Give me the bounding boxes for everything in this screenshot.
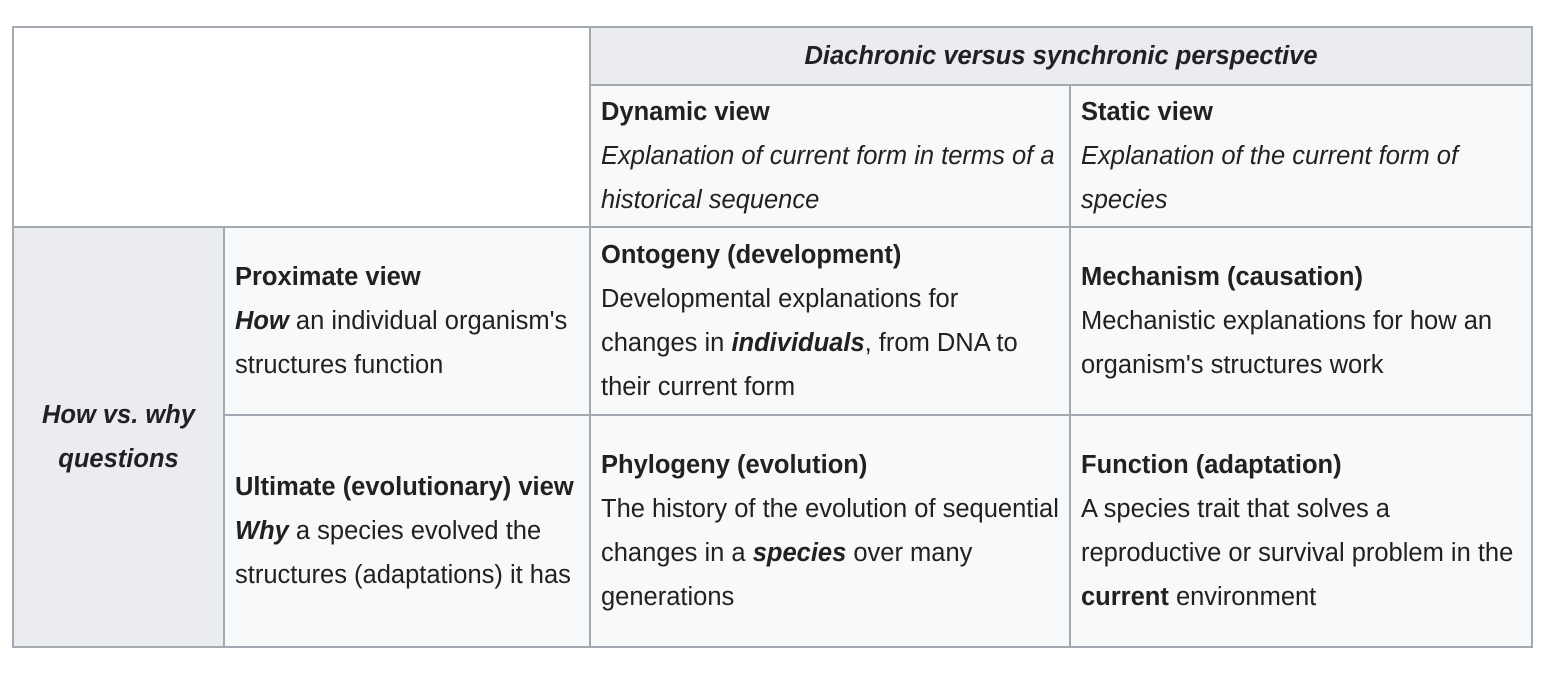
ontogeny-desc: Developmental explanations for changes i… (601, 277, 1059, 409)
ultimate-view-desc: Why a species evolved the structures (ad… (235, 509, 579, 597)
row-header-proximate: Proximate view How an individual organis… (223, 226, 591, 416)
proximate-desc-rest: an individual organism's structures func… (235, 307, 568, 379)
ontogeny-desc-pre: Developmental explanations for changes i… (601, 285, 959, 357)
col-header-static: Static view Explanation of the current f… (1069, 84, 1533, 228)
ontogeny-emphasis: individuals (731, 329, 865, 357)
ontogeny-desc-post: , from DNA to their current form (601, 329, 1018, 401)
proximate-emphasis: How (235, 307, 289, 335)
row-group-how-why: How vs. why questions (12, 226, 225, 648)
proximate-view-title: Proximate view (235, 263, 421, 291)
mechanism-title: Mechanism (causation) (1081, 263, 1363, 291)
function-desc: A species trait that solves a reproducti… (1081, 487, 1521, 619)
ultimate-desc-rest: a species evolved the structures (adapta… (235, 517, 571, 589)
proximate-view-desc: How an individual organism's structures … (235, 299, 579, 387)
function-desc-pre: A species trait that solves a reproducti… (1081, 495, 1514, 567)
static-view-title: Static view (1081, 98, 1213, 126)
static-view-desc: Explanation of the current form of speci… (1081, 142, 1459, 214)
function-title: Function (adaptation) (1081, 451, 1342, 479)
function-emphasis: current (1081, 583, 1169, 611)
phylogeny-desc: The history of the evolution of sequenti… (601, 487, 1059, 619)
function-desc-post: environment (1168, 583, 1317, 611)
ultimate-view-title: Ultimate (evolutionary) view (235, 473, 574, 501)
dynamic-view-title: Dynamic view (601, 98, 770, 126)
cell-mechanism: Mechanism (causation) Mechanistic explan… (1069, 226, 1533, 416)
ontogeny-title: Ontogeny (development) (601, 241, 902, 269)
dynamic-view-desc: Explanation of current form in terms of … (601, 142, 1055, 214)
mechanism-desc: Mechanistic explanations for how an orga… (1081, 307, 1493, 379)
empty-corner-cell (12, 26, 591, 228)
cell-phylogeny: Phylogeny (evolution) The history of the… (589, 414, 1071, 648)
phylogeny-desc-pre: The history of the evolution of sequenti… (601, 495, 1059, 567)
col-header-dynamic: Dynamic view Explanation of current form… (589, 84, 1071, 228)
ultimate-emphasis: Why (235, 517, 289, 545)
tinbergen-table: Diachronic versus synchronic perspective… (12, 26, 1533, 648)
phylogeny-desc-post: over many generations (601, 539, 973, 611)
cell-function: Function (adaptation) A species trait th… (1069, 414, 1533, 648)
phylogeny-emphasis: species (752, 539, 847, 567)
row-header-ultimate: Ultimate (evolutionary) view Why a speci… (223, 414, 591, 648)
cell-ontogeny: Ontogeny (development) Developmental exp… (589, 226, 1071, 416)
header-diachronic-synchronic: Diachronic versus synchronic perspective (589, 26, 1533, 86)
phylogeny-title: Phylogeny (evolution) (601, 451, 868, 479)
